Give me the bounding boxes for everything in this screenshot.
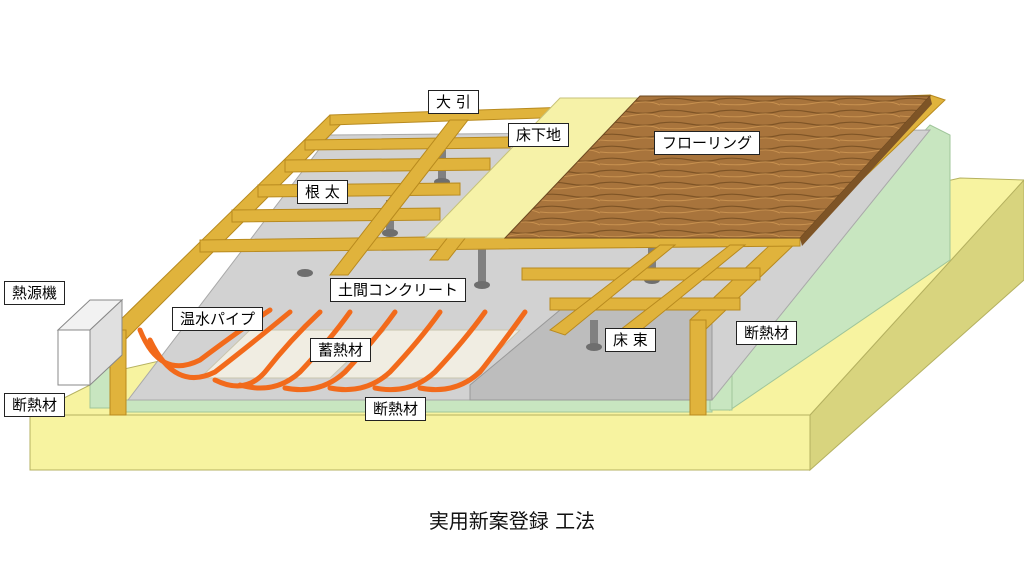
label-dannetsuzai-bottom: 断熱材 <box>365 397 427 421</box>
foundation-front <box>29 414 811 471</box>
label-yukazuka: 床 束 <box>605 328 656 352</box>
label-flooring: フローリング <box>654 131 761 155</box>
label-chikunetsuzai: 蓄熱材 <box>310 338 372 362</box>
sill-right-post <box>689 319 707 416</box>
floor-post <box>590 320 598 345</box>
joist <box>231 207 441 223</box>
flooring <box>503 95 932 246</box>
pipe-loop-6 <box>327 309 443 393</box>
pipe-loop-7 <box>372 309 488 393</box>
joist <box>284 157 491 173</box>
floor-post-base <box>382 229 398 237</box>
floor-post-base <box>297 269 313 277</box>
flooring-edge <box>800 96 932 246</box>
pipe-loop-5 <box>282 309 398 393</box>
pipe-loop-2 <box>147 309 293 381</box>
floor-post <box>478 248 486 283</box>
label-yukashitaji: 床下地 <box>508 123 570 147</box>
heat-source-unit <box>56 298 124 387</box>
sleeper-beam-lower <box>548 244 677 336</box>
label-dannetsuzai-right: 断熱材 <box>736 321 798 345</box>
floor-post-base <box>586 343 602 351</box>
pipe-loop-3 <box>212 309 323 389</box>
floor-post-base <box>474 281 490 289</box>
sleeper-beam <box>328 119 470 276</box>
pipe-loop-4 <box>237 309 353 391</box>
label-dannetsuzai-left: 断熱材 <box>4 393 66 417</box>
joist <box>257 182 461 198</box>
label-ohiki: 大 引 <box>428 90 479 114</box>
diagram-caption: 実用新案登録 工法 <box>428 509 596 533</box>
label-onsui-pipe: 温水パイプ <box>172 307 264 331</box>
heat-source-front <box>57 329 91 386</box>
label-netsugenki: 熱源機 <box>4 281 66 305</box>
label-doma-concrete: 土間コンクリート <box>330 278 467 302</box>
pipe-loop-8 <box>417 309 528 393</box>
label-neda: 根 太 <box>297 180 348 204</box>
